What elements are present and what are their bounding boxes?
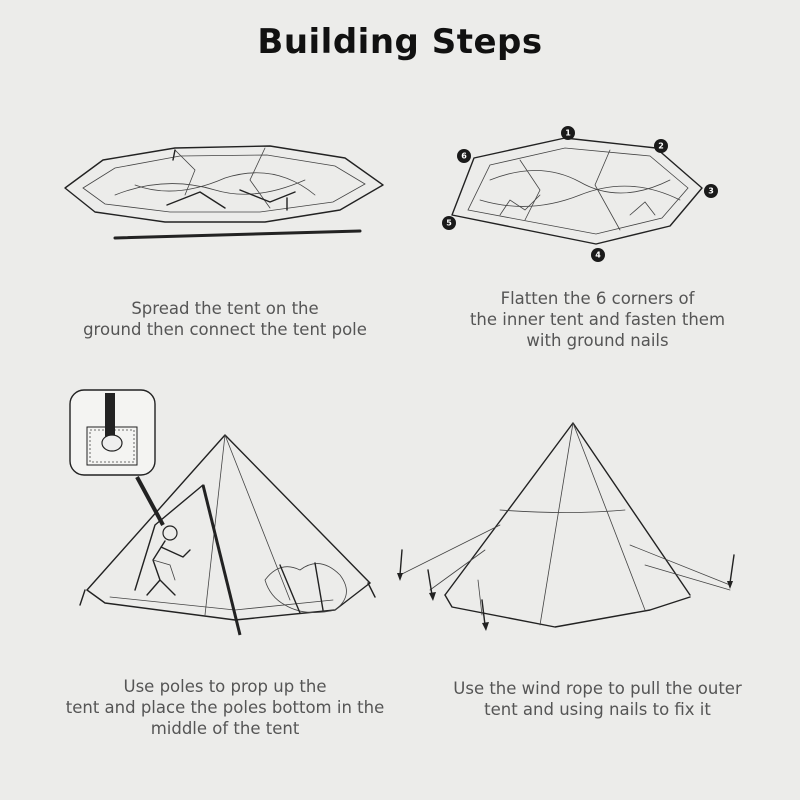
step-2-illustration: 1 2 3 4 5 6 bbox=[430, 120, 730, 265]
svg-text:6: 6 bbox=[461, 152, 467, 161]
corner-number-6: 6 bbox=[457, 149, 471, 163]
page-title: Building Steps bbox=[257, 22, 543, 62]
person-figure bbox=[146, 525, 191, 596]
step-1-illustration bbox=[55, 140, 395, 250]
svg-text:1: 1 bbox=[565, 129, 571, 138]
corner-number-1: 1 bbox=[561, 126, 575, 140]
corner-number-4: 4 bbox=[591, 248, 605, 262]
step-4-caption: Use the wind rope to pull the outer tent… bbox=[453, 679, 742, 719]
step-4-illustration bbox=[390, 415, 750, 640]
corner-number-3: 3 bbox=[704, 184, 718, 198]
corner-number-5: 5 bbox=[442, 216, 456, 230]
step-2-caption: Flatten the 6 corners of the inner tent … bbox=[469, 289, 726, 350]
svg-text:3: 3 bbox=[708, 187, 714, 196]
corner-number-2: 2 bbox=[654, 139, 668, 153]
ground-nail-icon bbox=[397, 549, 735, 631]
step-3-caption: Use poles to prop up the tent and place … bbox=[65, 677, 385, 738]
step-1-caption: Spread the tent on the ground then conne… bbox=[83, 299, 367, 339]
pole-base-detail-inset bbox=[69, 389, 165, 526]
svg-text:4: 4 bbox=[595, 251, 601, 260]
svg-text:2: 2 bbox=[658, 142, 664, 151]
svg-text:5: 5 bbox=[446, 219, 452, 228]
step-3-illustration bbox=[65, 385, 385, 645]
